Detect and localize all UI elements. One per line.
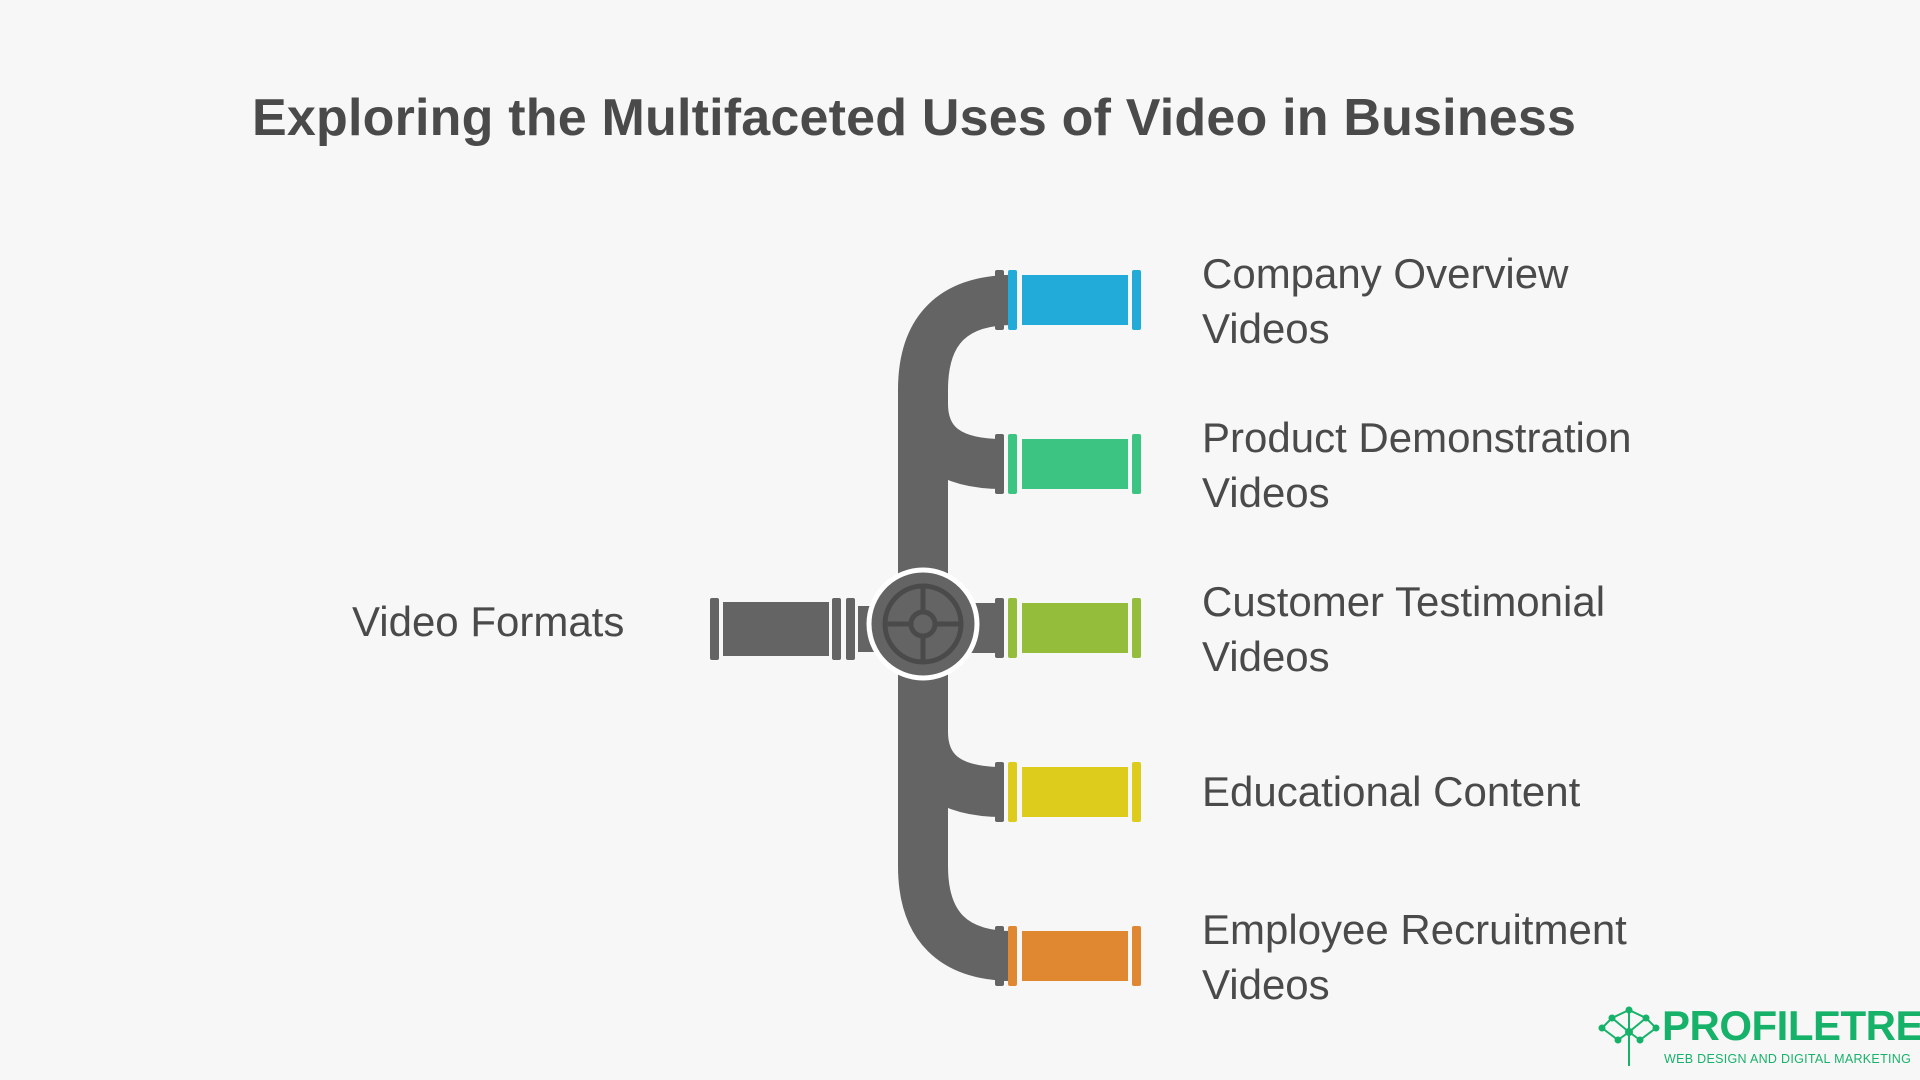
branch-5-flange-outer <box>1132 926 1141 986</box>
elbow-pipe-2 <box>898 402 1004 489</box>
branch-1-line2: Videos <box>1202 305 1330 352</box>
branch-label-3: Customer Testimonial Videos <box>1202 574 1722 684</box>
branch-3-flange-gray <box>995 598 1004 658</box>
branch-1-flange-outer <box>1132 270 1141 330</box>
branch-1-pipe <box>1022 275 1128 325</box>
branch-4-line1: Educational Content <box>1202 768 1581 815</box>
root-flange-right-2 <box>846 598 855 660</box>
branch-3-flange-inner <box>1008 598 1017 658</box>
branch-4-flange-inner <box>1008 762 1017 822</box>
root-flange-right-1 <box>832 598 841 660</box>
branch-2-flange-gray <box>995 434 1004 494</box>
elbow-pipe-4 <box>898 730 1004 817</box>
branch-5-flange-inner <box>1008 926 1017 986</box>
branch-3-flange-outer <box>1132 598 1141 658</box>
branch-3-line1: Customer Testimonial <box>1202 578 1606 625</box>
branch-2-pipe <box>1022 439 1128 489</box>
branch-2-flange-inner <box>1008 434 1017 494</box>
branch-1-flange-inner <box>1008 270 1017 330</box>
branch-2-flange-outer <box>1132 434 1141 494</box>
branch-label-2: Product Demonstration Videos <box>1202 410 1722 520</box>
brand-name-part1: PROFILE <box>1662 1002 1841 1049</box>
brand-tagline: WEB DESIGN AND DIGITAL MARKETING <box>1664 1052 1912 1066</box>
branch-2-line1: Product Demonstration <box>1202 414 1632 461</box>
branch-4-pipe <box>1022 767 1128 817</box>
branch-4-flange-outer <box>1132 762 1141 822</box>
branch-3-pipe <box>1022 603 1128 653</box>
root-flange-left <box>710 598 719 660</box>
branch-4-flange-gray <box>995 762 1004 822</box>
root-pipe <box>723 602 829 656</box>
brand-name: PROFILETREE <box>1662 1002 1920 1050</box>
branch-5-line2: Videos <box>1202 961 1330 1008</box>
root-label: Video Formats <box>352 598 625 645</box>
branch-5-pipe <box>1022 931 1128 981</box>
valve-icon <box>866 567 980 681</box>
branch-1-flange-gray <box>995 270 1004 330</box>
branch-label-4: Educational Content <box>1202 764 1722 819</box>
tree-network-icon <box>1598 1006 1660 1066</box>
brand-logo: PROFILETREE WEB DESIGN AND DIGITAL MARKE… <box>1598 1002 1920 1068</box>
page-title: Exploring the Multifaceted Uses of Video… <box>252 89 1577 147</box>
branch-label-1: Company Overview Videos <box>1202 246 1722 356</box>
branch-5-flange-gray <box>995 926 1004 986</box>
brand-name-part2: TREE <box>1840 1002 1920 1049</box>
branch-1-line1: Company Overview <box>1202 250 1569 297</box>
branch-5-line1: Employee Recruitment <box>1202 906 1627 953</box>
branch-2-line2: Videos <box>1202 469 1330 516</box>
branch-3-line2: Videos <box>1202 633 1330 680</box>
branch-label-5: Employee Recruitment Videos <box>1202 902 1722 1012</box>
